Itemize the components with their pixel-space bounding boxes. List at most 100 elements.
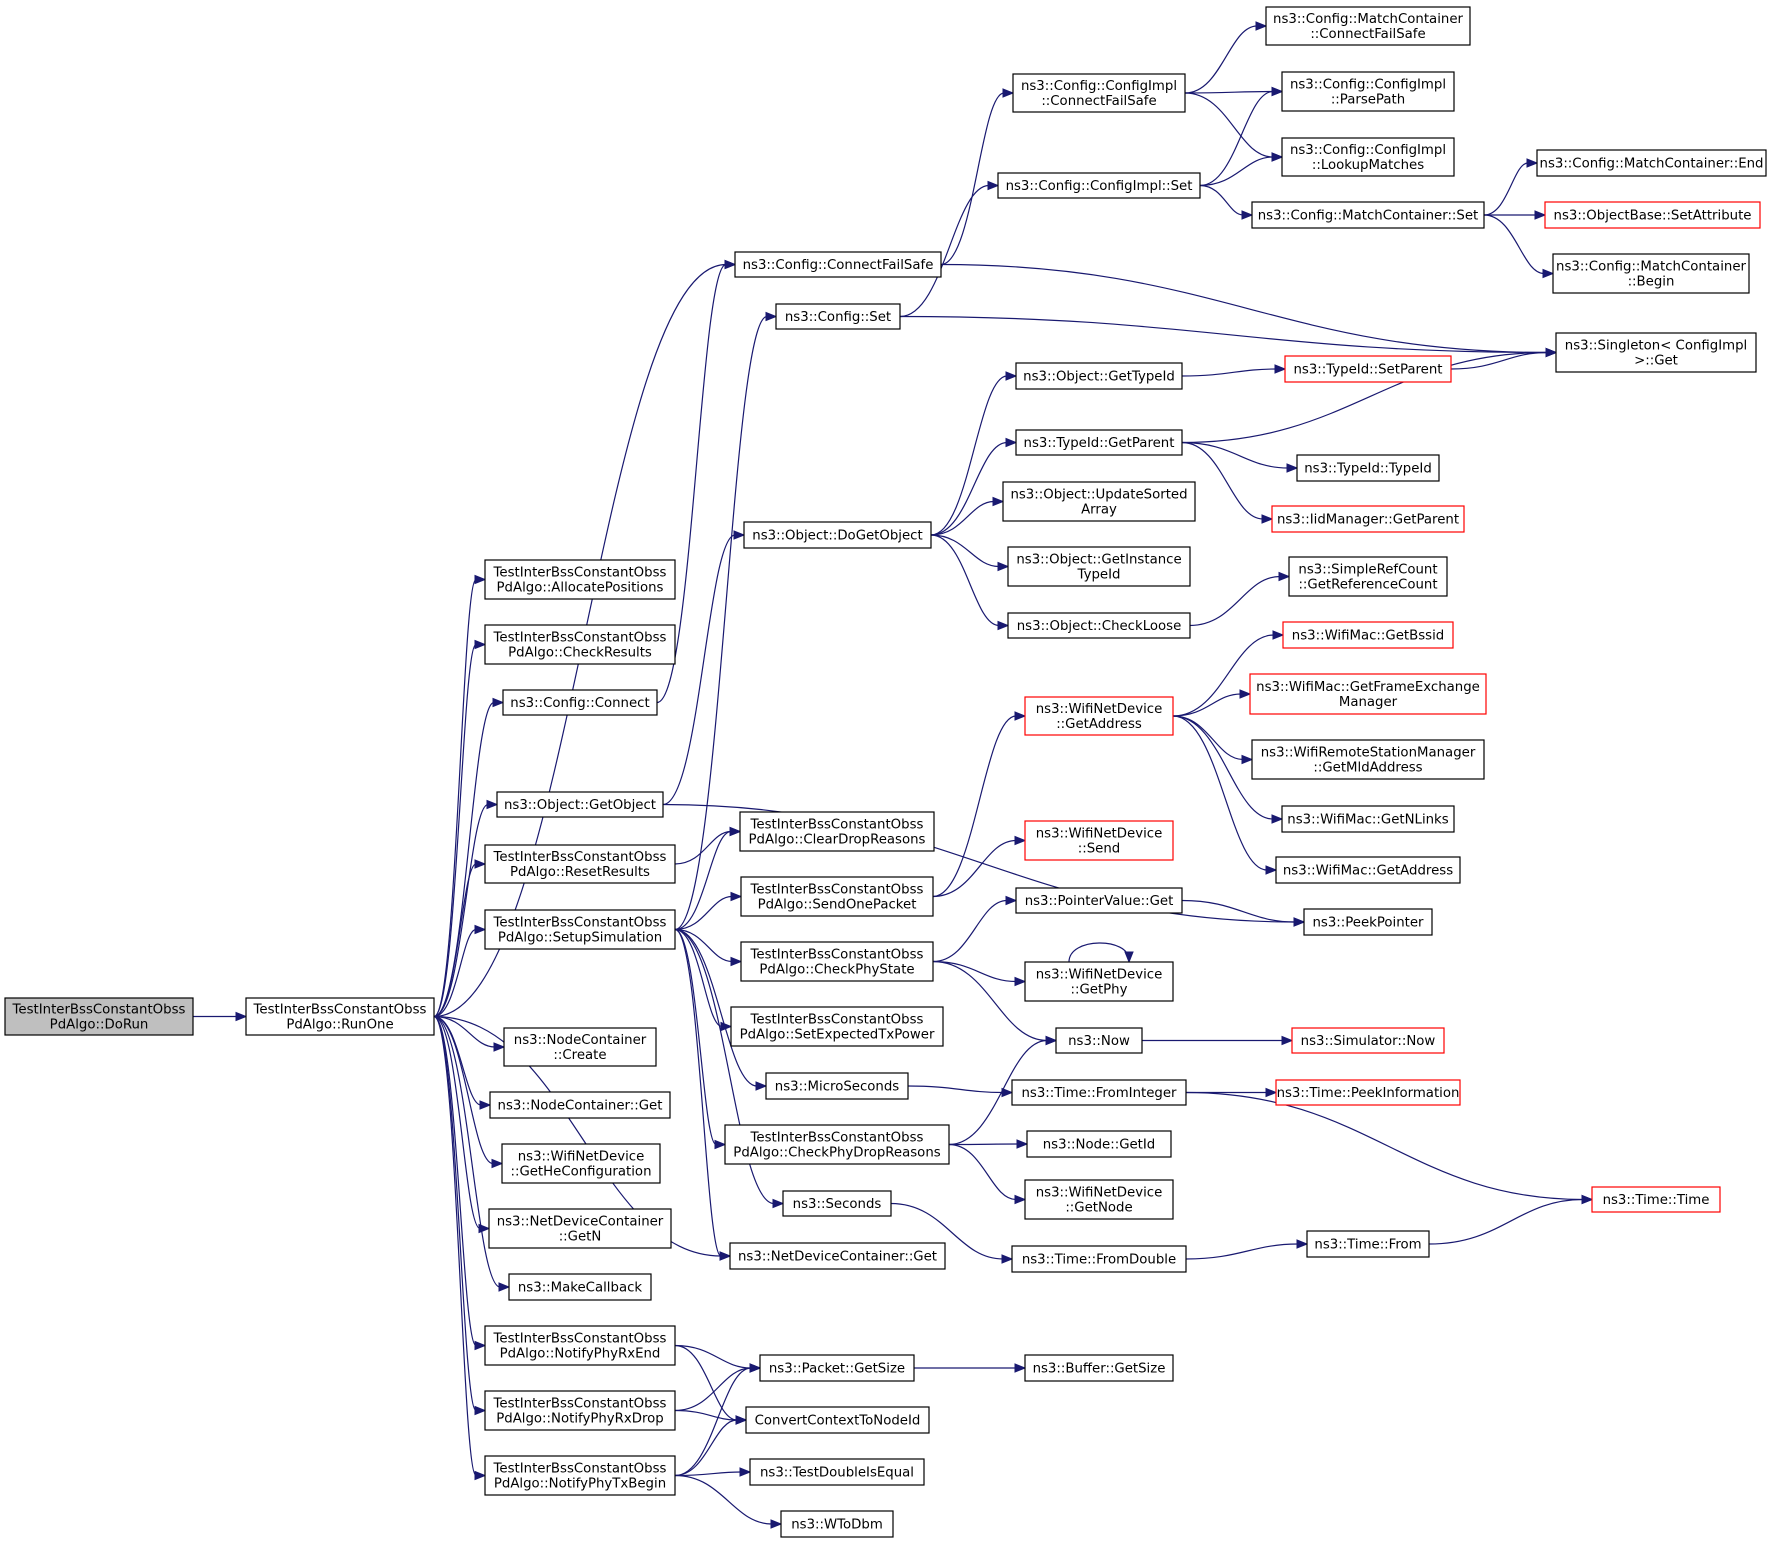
node-macgetbssid[interactable]: ns3::WifiMac::GetBssid: [1282, 621, 1454, 649]
node-timefrom[interactable]: ns3::Time::From: [1306, 1230, 1430, 1258]
node-simnow[interactable]: ns3::Simulator::Now: [1291, 1027, 1445, 1054]
node-wndgetnode[interactable]: ns3::WifiNetDevice::GetNode: [1024, 1179, 1174, 1220]
node-cfgimplparse[interactable]: ns3::Config::ConfigImpl::ParsePath: [1281, 71, 1455, 112]
node-cfgconnfs[interactable]: ns3::Config::ConnectFailSafe: [734, 251, 942, 278]
node-bufgetsize[interactable]: ns3::Buffer::GetSize: [1024, 1354, 1174, 1382]
node-box: [496, 791, 664, 818]
edge-notrxend-to-convctx: [674, 1344, 748, 1425]
edge-line: [674, 1409, 738, 1421]
edge-line: [656, 263, 727, 704]
node-ndcgetn[interactable]: ns3::NetDeviceContainer::GetN: [488, 1208, 672, 1249]
node-notrxdrop[interactable]: TestInterBssConstantObssPdAlgo::NotifyPh…: [484, 1390, 676, 1431]
node-iidgetparent[interactable]: ns3::IidManager::GetParent: [1271, 505, 1465, 533]
node-label: TestInterBssConstantObss: [750, 818, 924, 833]
node-getobject[interactable]: ns3::Object::GetObject: [496, 791, 664, 818]
node-label: ns3::TypeId::GetParent: [1024, 436, 1175, 451]
node-pvget[interactable]: ns3::PointerValue::Get: [1015, 887, 1183, 914]
node-timefromint[interactable]: ns3::Time::FromInteger: [1011, 1079, 1187, 1106]
node-peekptr[interactable]: ns3::PeekPointer: [1303, 908, 1433, 936]
node-box: [1282, 621, 1454, 649]
node-tidgetparent[interactable]: ns3::TypeId::GetParent: [1015, 429, 1183, 456]
node-ndcget[interactable]: ns3::NetDeviceContainer::Get: [729, 1242, 946, 1270]
node-wndsend[interactable]: ns3::WifiNetDevice::Send: [1024, 820, 1174, 861]
node-setupsim[interactable]: TestInterBssConstantObssPdAlgo::SetupSim…: [484, 909, 676, 950]
node-nodegetid[interactable]: ns3::Node::GetId: [1026, 1130, 1172, 1158]
node-wtodbm[interactable]: ns3::WToDbm: [780, 1510, 894, 1538]
node-label: ::ParsePath: [1331, 93, 1405, 108]
edge-arrowhead: [724, 259, 737, 270]
node-objgettid[interactable]: ns3::Object::GetTypeId: [1015, 362, 1183, 390]
node-wndgetphy[interactable]: ns3::WifiNetDevice::GetPhy: [1024, 961, 1174, 1002]
node-cfgimpllookup[interactable]: ns3::Config::ConfigImpl::LookupMatches: [1281, 137, 1455, 177]
node-macgetnlinks[interactable]: ns3::WifiMac::GetNLinks: [1281, 805, 1455, 833]
node-makecb[interactable]: ns3::MakeCallback: [508, 1273, 652, 1301]
node-wndgetaddr[interactable]: ns3::WifiNetDevice::GetAddress: [1024, 696, 1174, 736]
node-cfgconnect[interactable]: ns3::Config::Connect: [502, 689, 658, 716]
node-checkphystate[interactable]: TestInterBssConstantObssPdAlgo::CheckPhy…: [740, 941, 934, 982]
node-getheconf[interactable]: ns3::WifiNetDevice::GetHeConfiguration: [501, 1143, 661, 1184]
node-mcbegin[interactable]: ns3::Config::MatchContainer::Begin: [1552, 253, 1750, 294]
node-allocpos[interactable]: TestInterBssConstantObssPdAlgo::Allocate…: [484, 559, 676, 600]
edge-mcset-to-obsetattr: [1484, 210, 1547, 220]
node-nottxbegin[interactable]: TestInterBssConstantObssPdAlgo::NotifyPh…: [484, 1455, 676, 1496]
node-objcheckloose[interactable]: ns3::Object::CheckLoose: [1007, 612, 1191, 639]
node-seconds[interactable]: ns3::Seconds: [782, 1190, 892, 1217]
edge-line: [930, 375, 1008, 536]
node-convctx[interactable]: ConvertContextToNodeId: [745, 1406, 930, 1434]
edge-getobject-to-dogetobj: [662, 530, 746, 806]
node-ncget[interactable]: ns3::NodeContainer::Get: [489, 1091, 671, 1119]
node-label: ns3::IidManager::GetParent: [1277, 513, 1459, 528]
node-timepeek[interactable]: ns3::Time::PeekInformation: [1275, 1079, 1461, 1106]
node-checkres[interactable]: TestInterBssConstantObssPdAlgo::CheckRes…: [484, 624, 676, 665]
node-box: [1552, 253, 1750, 294]
node-cfgimplconnfs[interactable]: ns3::Config::ConfigImpl::ConnectFailSafe: [1012, 73, 1186, 113]
node-tidtypeid[interactable]: ns3::TypeId::TypeId: [1296, 454, 1440, 482]
node-checkdropr[interactable]: TestInterBssConstantObssPdAlgo::CheckPhy…: [724, 1124, 950, 1165]
edge-line: [674, 1474, 773, 1525]
edge-arrowhead: [1534, 210, 1547, 220]
node-macgetaddr[interactable]: ns3::WifiMac::GetAddress: [1275, 856, 1461, 884]
node-label: TestInterBssConstantObss: [750, 1013, 924, 1028]
node-now[interactable]: ns3::Now: [1055, 1027, 1143, 1054]
node-box: [503, 1027, 657, 1067]
node-label: ns3::WifiNetDevice: [518, 1150, 645, 1165]
node-srcgetref[interactable]: ns3::SimpleRefCount::GetReferenceCount: [1288, 556, 1448, 597]
node-rsmgetmld[interactable]: ns3::WifiRemoteStationManager::GetMldAdd…: [1251, 739, 1485, 780]
node-notrxend[interactable]: TestInterBssConstantObssPdAlgo::NotifyPh…: [484, 1325, 676, 1366]
node-box: [1024, 961, 1174, 1002]
node-nccreate[interactable]: ns3::NodeContainer::Create: [503, 1027, 657, 1067]
node-label: >::Get: [1634, 354, 1678, 369]
edge-line: [932, 839, 1017, 898]
node-singleton[interactable]: ns3::Singleton< ConfigImpl>::Get: [1555, 332, 1757, 373]
node-pktgetsize[interactable]: ns3::Packet::GetSize: [759, 1354, 915, 1382]
node-tidsetparent[interactable]: ns3::TypeId::SetParent: [1284, 355, 1452, 383]
node-microsec[interactable]: ns3::MicroSeconds: [765, 1072, 909, 1100]
node-mcset[interactable]: ns3::Config::MatchContainer::Set: [1251, 201, 1485, 229]
node-dogetobj[interactable]: ns3::Object::DoGetObject: [743, 521, 932, 549]
edge-line: [932, 960, 1048, 1042]
edge-arrowhead: [997, 561, 1010, 572]
node-cfgset[interactable]: ns3::Config::Set: [775, 303, 901, 330]
node-mcend[interactable]: ns3::Config::MatchContainer::End: [1536, 149, 1767, 177]
node-timefromdbl[interactable]: ns3::Time::FromDouble: [1011, 1245, 1187, 1273]
node-timetime[interactable]: ns3::Time::Time: [1591, 1186, 1721, 1213]
node-setexptx[interactable]: TestInterBssConstantObssPdAlgo::SetExpec…: [730, 1006, 944, 1047]
node-resetres[interactable]: TestInterBssConstantObssPdAlgo::ResetRes…: [484, 844, 676, 884]
node-obsetattr[interactable]: ns3::ObjectBase::SetAttribute: [1544, 201, 1761, 229]
node-label: ::GetMldAddress: [1313, 761, 1422, 776]
node-testdbl[interactable]: ns3::TestDoubleIsEqual: [749, 1458, 925, 1486]
node-label: PdAlgo::NotifyPhyRxDrop: [496, 1412, 664, 1427]
edge-arrowhead: [492, 697, 505, 708]
node-sendone[interactable]: TestInterBssConstantObssPdAlgo::SendOneP…: [740, 876, 934, 917]
edge-line: [674, 830, 732, 865]
node-mcconnfs[interactable]: ns3::Config::MatchContainer::ConnectFail…: [1265, 6, 1471, 46]
node-label: ns3::Config::MatchContainer::Set: [1258, 209, 1479, 224]
node-cleardrop[interactable]: TestInterBssConstantObssPdAlgo::ClearDro…: [739, 811, 935, 852]
node-label: TestInterBssConstantObss: [253, 1003, 427, 1018]
node-cfgimplset[interactable]: ns3::Config::ConfigImpl::Set: [997, 172, 1201, 199]
